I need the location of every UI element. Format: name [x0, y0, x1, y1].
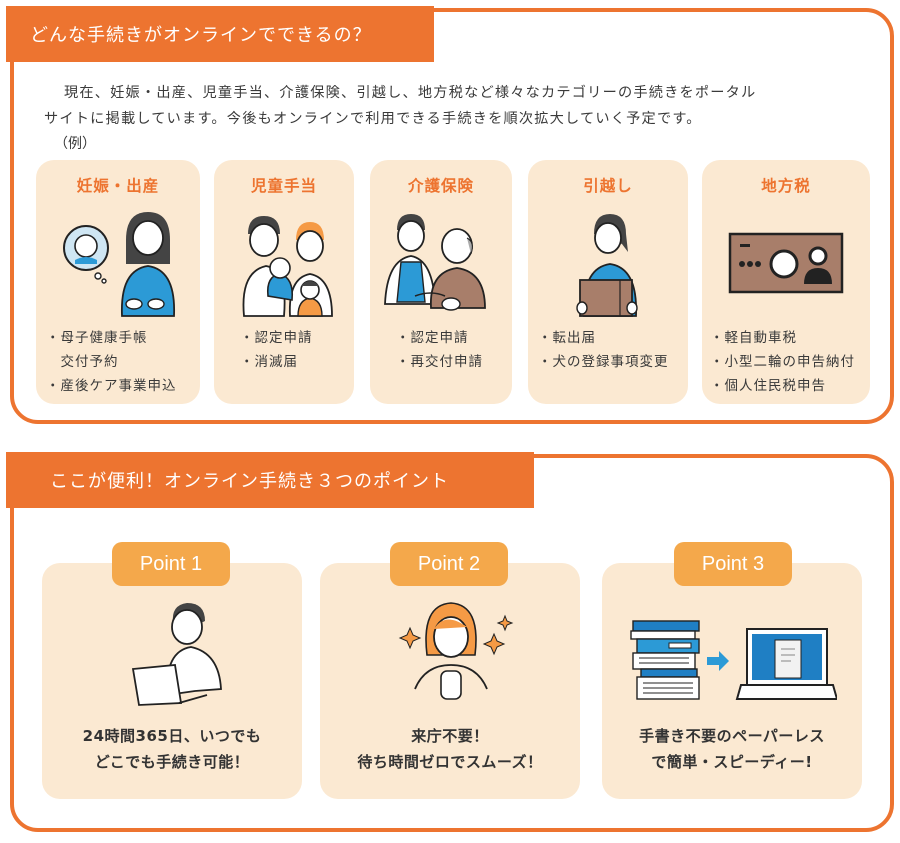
- category-items: ・母子健康手帳 交付予約 ・産後ケア事業申込: [46, 326, 177, 398]
- category-title: 地方税: [761, 177, 811, 195]
- category-card-local-tax: 地方税 ・軽自動車税 ・小型二輪の申告納付 ・個人住民税申告: [702, 160, 870, 404]
- intro-text: 現在、妊娠・出産、児童手当、介護保険、引越し、地方税など様々なカテゴリーの手続き…: [44, 80, 864, 132]
- category-items: ・認定申請 ・消滅届: [240, 326, 313, 374]
- family-illustration: [242, 216, 333, 317]
- intro-line-2: サイトに掲載しています。今後もオンラインで利用できる手続きを順次拡大していく予定…: [44, 111, 702, 127]
- category-item[interactable]: ・犬の登録事項変更: [538, 354, 669, 370]
- category-item[interactable]: ・小型二輪の申告納付: [710, 354, 855, 370]
- happy-woman-sparkles-illustration: [398, 602, 514, 700]
- category-item[interactable]: ・転出届: [538, 330, 596, 346]
- id-card-illustration: [728, 232, 844, 294]
- category-item[interactable]: ・再交付申請: [396, 354, 483, 370]
- category-item[interactable]: ・認定申請: [396, 330, 469, 346]
- category-title: 引越し: [583, 177, 633, 195]
- pregnant-woman-illustration: [63, 212, 175, 317]
- intro-line-1: 現在、妊娠・出産、児童手当、介護保険、引越し、地方税など様々なカテゴリーの手続き…: [64, 85, 757, 101]
- point-badge-1: Point 1: [112, 542, 230, 586]
- person-laptop-illustration: [131, 603, 222, 706]
- category-title: 妊娠・出産: [76, 177, 160, 195]
- section-title-online-procedures: どんな手続きがオンラインでできるの？: [6, 6, 434, 62]
- point-badge-2: Point 2: [390, 542, 508, 586]
- category-item[interactable]: ・母子健康手帳: [46, 330, 148, 346]
- point-description: 24時間365日、いつでも どこでも手続き可能！: [82, 727, 262, 771]
- point-description: 手書き不要のペーパーレス で簡単・スピーディー!: [639, 727, 825, 771]
- category-title: 児童手当: [250, 177, 317, 195]
- category-items: ・転出届 ・犬の登録事項変更: [538, 326, 669, 374]
- category-items: ・軽自動車税 ・小型二輪の申告納付 ・個人住民税申告: [710, 326, 855, 398]
- category-card-child-allowance: 児童手当 ・認定申請 ・消滅届: [214, 160, 354, 404]
- point-description: 来庁不要！ 待ち時間ゼロでスムーズ！: [357, 727, 543, 771]
- category-card-pregnancy: 妊娠・出産 ・母子健康手帳 交付予約 ・産後ケア事業申込: [36, 160, 200, 404]
- moving-box-illustration: [576, 214, 638, 317]
- category-item[interactable]: ・消滅届: [240, 354, 298, 370]
- category-item[interactable]: ・軽自動車税: [710, 330, 797, 346]
- paper-to-laptop-illustration: [630, 620, 837, 700]
- category-item[interactable]: ・個人住民税申告: [710, 378, 826, 394]
- category-card-moving: 引越し ・転出届 ・犬の登録事項変更: [528, 160, 688, 404]
- category-item[interactable]: ・産後ケア事業申込: [46, 378, 177, 394]
- section-title-three-points: ここが便利！オンライン手続き３つのポイント: [6, 452, 534, 508]
- category-card-nursing-care: 介護保険 ・認定申請 ・再交付申請: [370, 160, 512, 404]
- point-card-1: 24時間365日、いつでも どこでも手続き可能！: [42, 563, 302, 799]
- category-items: ・認定申請 ・再交付申請: [396, 326, 483, 374]
- category-item[interactable]: ・認定申請: [240, 330, 313, 346]
- point-card-3: 手書き不要のペーパーレス で簡単・スピーディー!: [602, 563, 862, 799]
- example-label: （例）: [54, 136, 96, 152]
- caregiver-elderly-illustration: [384, 214, 486, 311]
- point-card-2: 来庁不要！ 待ち時間ゼロでスムーズ！: [320, 563, 580, 799]
- category-item[interactable]: 交付予約: [46, 354, 119, 370]
- category-title: 介護保険: [407, 177, 474, 195]
- point-badge-3: Point 3: [674, 542, 792, 586]
